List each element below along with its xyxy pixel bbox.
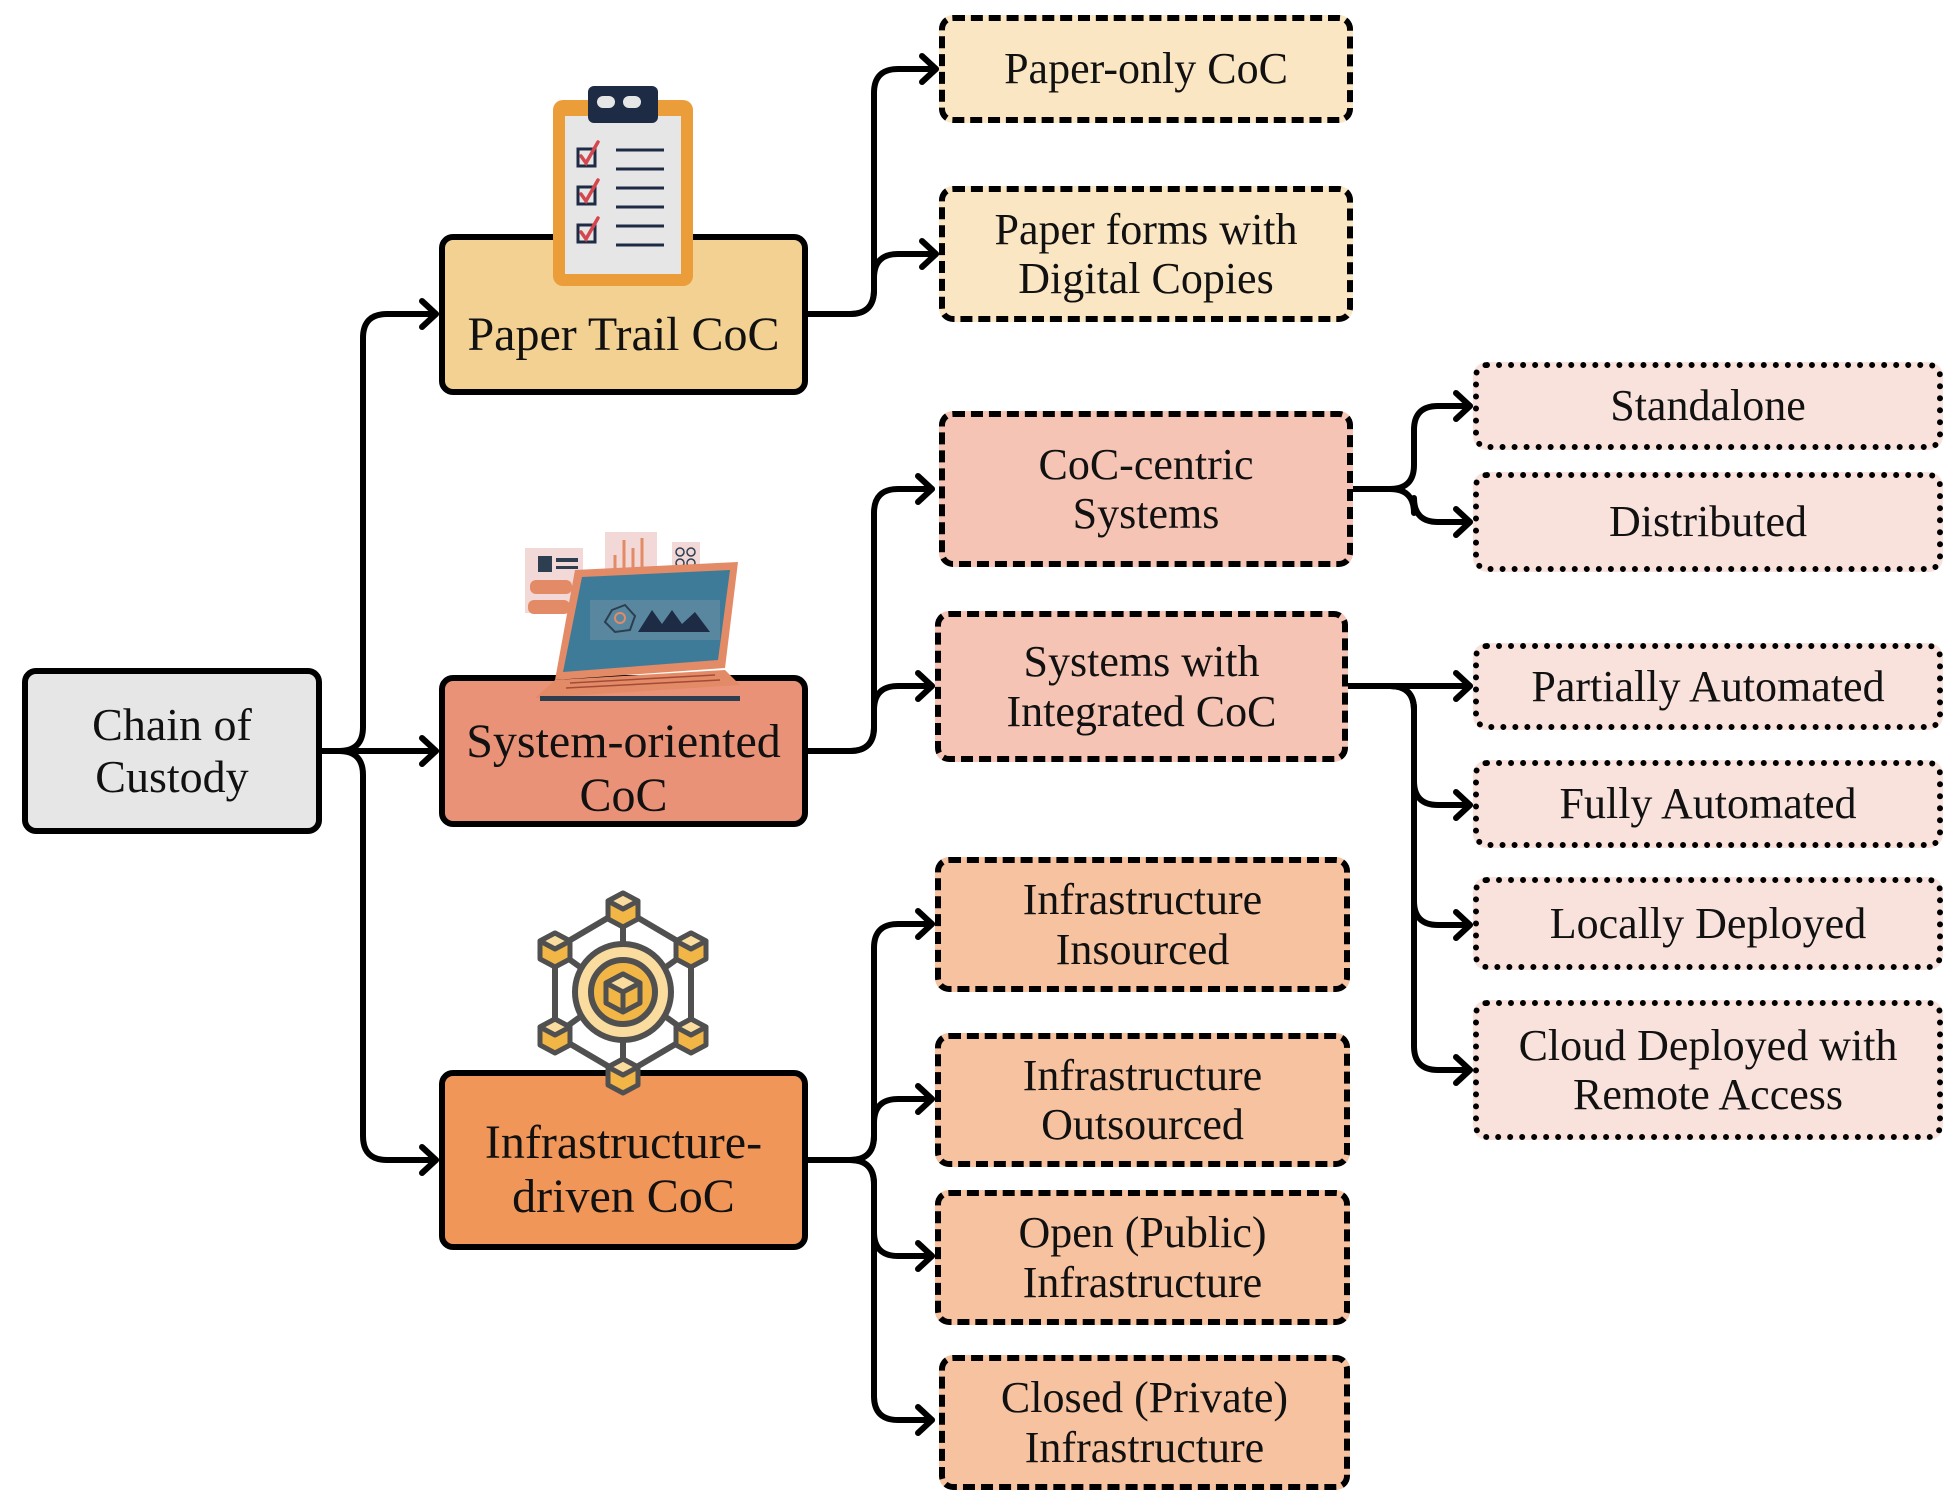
- node-label: Closed (Private) Infrastructure: [1000, 1373, 1289, 1472]
- category-label: Infrastructure- driven CoC: [484, 1116, 763, 1223]
- laptop-dashboard-icon: [525, 532, 740, 701]
- integrated-arrowhead-3: [1453, 1054, 1473, 1086]
- node-label: Infrastructure Outsourced: [1022, 1050, 1263, 1149]
- integrated-link-1: [1387, 683, 1473, 808]
- system-arrowhead-1: [915, 670, 935, 702]
- coccentric-link-1: [1387, 486, 1473, 525]
- node-label: Paper-only CoC: [1004, 44, 1288, 94]
- infra-link-0: [847, 921, 935, 1163]
- node-standalone[interactable]: Standalone: [1473, 362, 1943, 450]
- integrated-arrowhead-0: [1453, 670, 1473, 702]
- root-arrowhead-0: [419, 298, 439, 330]
- node-partially-automated[interactable]: Partially Automated: [1473, 643, 1943, 730]
- node-label: Cloud Deployed with Remote Access: [1518, 1020, 1898, 1119]
- root-arrowhead-1: [419, 735, 439, 767]
- coccentric-link-0: [1387, 403, 1473, 492]
- integrated-link-3: [1387, 683, 1473, 1073]
- infra-arrowhead-3: [915, 1404, 935, 1436]
- node-open-public-infrastructure[interactable]: Open (Public) Infrastructure: [935, 1190, 1350, 1325]
- root-link-0: [336, 311, 439, 754]
- node-distributed[interactable]: Distributed: [1473, 472, 1943, 572]
- infra-arrowhead-1: [915, 1083, 935, 1115]
- system-arrowhead-0: [915, 473, 935, 505]
- node-closed-private-infrastructure[interactable]: Closed (Private) Infrastructure: [939, 1355, 1350, 1490]
- infra-arrowhead-2: [915, 1240, 935, 1272]
- system-link-1: [847, 683, 935, 754]
- paper-link-0: [847, 66, 939, 317]
- coccentric-arrowhead-1: [1453, 506, 1473, 538]
- node-label: Systems with Integrated CoC: [1006, 637, 1277, 736]
- node-infrastructure-insourced[interactable]: Infrastructure Insourced: [935, 857, 1350, 992]
- infra-link-3: [847, 1157, 935, 1423]
- node-label: Distributed: [1609, 497, 1807, 547]
- root-label: Chain of Custody: [92, 699, 252, 802]
- category-label: System-oriented CoC: [466, 715, 781, 822]
- root-link-2: [336, 748, 439, 1163]
- node-label: Paper forms with Digital Copies: [994, 204, 1298, 303]
- clipboard-checklist-icon: [553, 86, 693, 286]
- node-paper-only-coc[interactable]: Paper-only CoC: [939, 15, 1353, 123]
- coccentric-arrowhead-0: [1453, 390, 1473, 422]
- node-cloud-deployed-remote-access[interactable]: Cloud Deployed with Remote Access: [1473, 1000, 1943, 1140]
- node-label: Fully Automated: [1559, 779, 1857, 829]
- node-coc-centric-systems[interactable]: CoC-centric Systems: [939, 411, 1353, 567]
- category-infrastructure-driven-coc[interactable]: Infrastructure- driven CoC: [439, 1070, 808, 1250]
- node-label: Open (Public) Infrastructure: [1018, 1208, 1267, 1307]
- paper-link-1: [847, 251, 939, 317]
- system-link-0: [847, 486, 935, 754]
- infra-link-1: [847, 1096, 935, 1163]
- node-label: Infrastructure Insourced: [1022, 875, 1263, 974]
- paper-arrowhead-1: [919, 238, 939, 270]
- node-label: CoC-centric Systems: [1038, 439, 1254, 538]
- node-paper-forms-digital-copies[interactable]: Paper forms with Digital Copies: [939, 186, 1353, 322]
- infra-arrowhead-0: [915, 908, 935, 940]
- node-label: Standalone: [1610, 381, 1806, 431]
- node-infrastructure-outsourced[interactable]: Infrastructure Outsourced: [935, 1033, 1350, 1167]
- root-arrowhead-2: [419, 1144, 439, 1176]
- blockchain-network-icon: [537, 890, 709, 1096]
- node-locally-deployed[interactable]: Locally Deployed: [1473, 877, 1943, 970]
- node-label: Locally Deployed: [1549, 898, 1867, 948]
- node-label: Partially Automated: [1531, 661, 1885, 711]
- node-fully-automated[interactable]: Fully Automated: [1473, 760, 1943, 848]
- node-systems-integrated-coc[interactable]: Systems with Integrated CoC: [935, 611, 1348, 762]
- category-label: Paper Trail CoC: [467, 307, 780, 361]
- integrated-arrowhead-1: [1453, 789, 1473, 821]
- integrated-arrowhead-2: [1453, 909, 1473, 941]
- root-node-chain-of-custody[interactable]: Chain of Custody: [22, 668, 322, 834]
- paper-arrowhead-0: [919, 53, 939, 85]
